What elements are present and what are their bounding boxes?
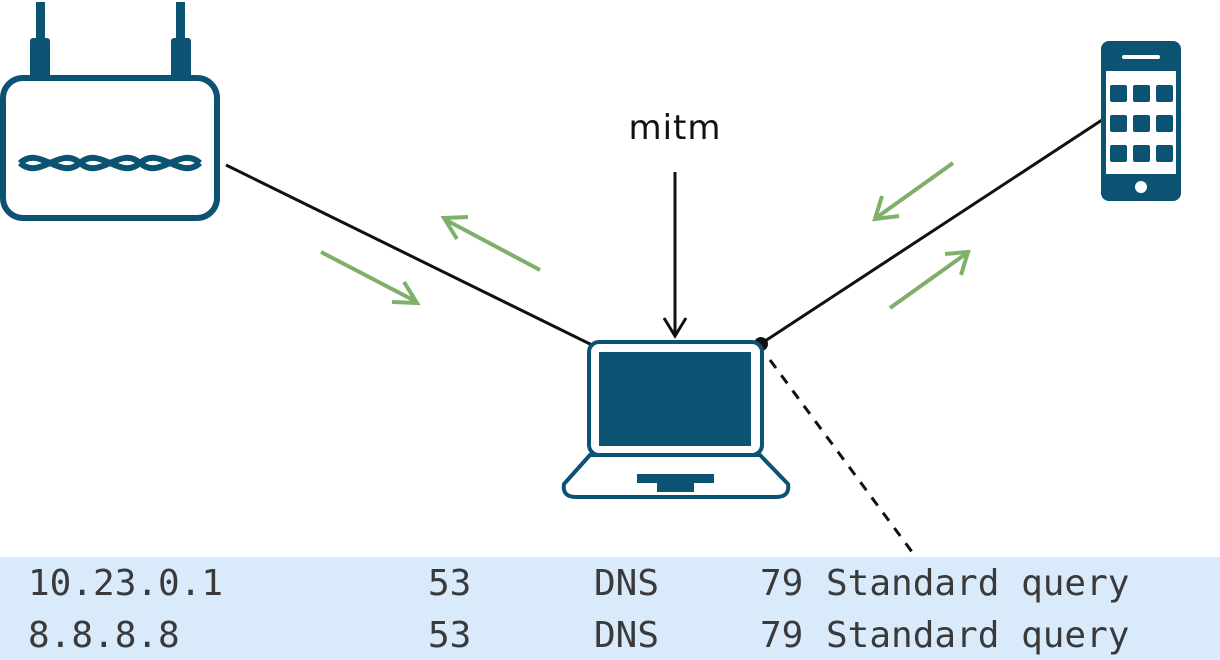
length: 79 [760,615,804,656]
protocol: DNS [594,615,660,656]
traffic-arrow-laptop-to-phone [888,249,971,310]
traffic-arrow-laptop-to-router [440,215,541,272]
source-address: 8.8.8.8 [28,615,180,656]
phone-to-laptop-link [761,118,1103,345]
capture-tap-dashed-link [768,359,920,561]
traffic-arrow-phone-to-laptop [872,161,955,222]
packet-capture-table: 10.23.0.1 53 DNS 79 Standard query 8.8.8… [0,557,1220,660]
router-to-laptop-link [225,163,593,347]
mitm-label: mitm [628,108,722,148]
mitm-pointer-arrow [662,172,688,339]
protocol: DNS [594,563,660,604]
table-row[interactable]: 8.8.8.8 53 DNS 79 Standard query [0,612,1220,660]
info: Standard query [826,615,1130,656]
source-address: 10.23.0.1 [28,563,224,604]
info: Standard query [826,563,1130,604]
port: 53 [428,563,472,604]
laptop-icon [561,340,791,499]
table-row[interactable]: 10.23.0.1 53 DNS 79 Standard query [0,560,1220,610]
port: 53 [428,615,472,656]
router-icon [0,2,220,221]
length: 79 [760,563,804,604]
smartphone-icon [1101,41,1181,201]
traffic-arrow-router-to-laptop [320,250,421,306]
